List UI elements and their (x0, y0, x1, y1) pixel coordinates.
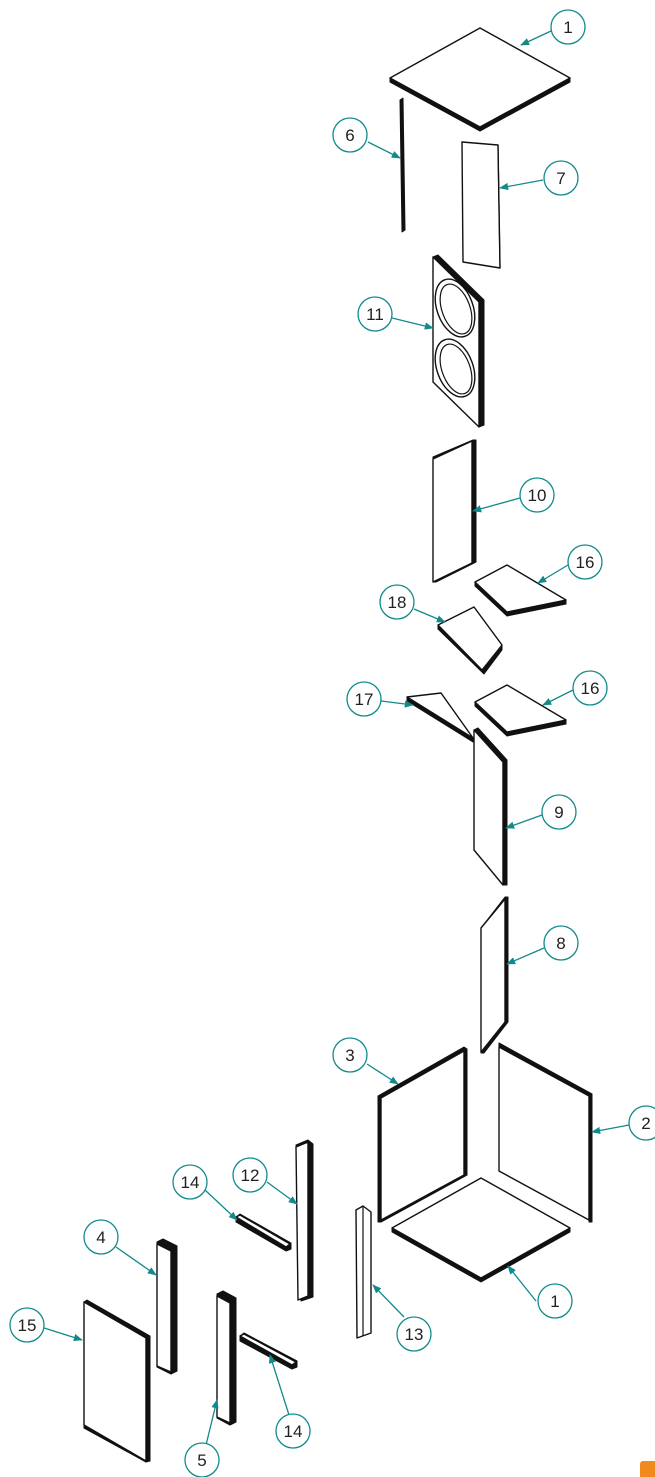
part-7-panel (461, 141, 501, 269)
callout-17-label: 17 (355, 690, 374, 709)
callout-16-upper: 16 (567, 544, 603, 580)
part-9-panel (473, 727, 508, 886)
callout-3: 3 (332, 1037, 368, 1073)
part-10-panel (432, 439, 477, 583)
part-12-strip (295, 1139, 314, 1302)
callout-10: 10 (519, 477, 555, 513)
callout-13: 13 (396, 1316, 432, 1352)
callout-2: 2 (628, 1105, 655, 1141)
callout-4: 4 (83, 1219, 119, 1255)
part-8-panel (480, 896, 509, 1054)
part-14-rail-lower (239, 1332, 298, 1370)
callout-16-lower: 16 (572, 670, 608, 706)
callout-10-label: 10 (528, 486, 547, 505)
part-6-strip (399, 97, 406, 233)
callout-7-label: 7 (556, 169, 565, 188)
callout-4-label: 4 (96, 1228, 105, 1247)
part-5-strip (216, 1290, 237, 1426)
callout-1-bottom-label: 1 (550, 1292, 559, 1311)
callout-11: 11 (357, 296, 393, 332)
part-11-baffle (432, 254, 485, 428)
callout-6: 6 (332, 117, 368, 153)
callout-7: 7 (543, 160, 579, 196)
part-1-bottom-panel (391, 1177, 571, 1283)
part-2-right-panel (498, 1042, 593, 1223)
part-1-top-panel (389, 27, 571, 132)
callout-12-label: 12 (241, 1166, 260, 1185)
callout-14-lower-label: 14 (284, 1422, 303, 1441)
callout-1-bottom: 1 (537, 1283, 573, 1319)
part-4-strip (156, 1238, 178, 1375)
callout-2-label: 2 (641, 1114, 650, 1133)
callout-9: 9 (541, 794, 577, 830)
callout-6-label: 6 (345, 126, 354, 145)
callout-17: 17 (346, 681, 382, 717)
callout-11-label: 11 (366, 305, 384, 324)
callout-18: 18 (379, 584, 415, 620)
part-16-wedge-upper (474, 564, 567, 617)
callout-14-upper-label: 14 (181, 1173, 200, 1192)
callout-15-label: 15 (18, 1316, 37, 1335)
callout-5-label: 5 (197, 1451, 206, 1470)
leader-lines (40, 30, 630, 1446)
callout-1-top-label: 1 (563, 18, 572, 37)
callout-15: 15 (9, 1307, 45, 1343)
part-16-wedge-lower (474, 684, 567, 737)
callout-8: 8 (543, 925, 579, 961)
callout-3-label: 3 (345, 1046, 354, 1065)
callout-8-label: 8 (556, 934, 565, 953)
callout-9-label: 9 (554, 803, 563, 822)
callout-18-label: 18 (388, 593, 407, 612)
callout-16-lower-label: 16 (581, 679, 600, 698)
callout-14-upper: 14 (172, 1164, 208, 1200)
callout-14-lower: 14 (275, 1413, 311, 1449)
callout-1-top: 1 (550, 9, 586, 45)
part-13-board (355, 1205, 372, 1339)
part-15-panel (83, 1299, 151, 1463)
corner-marker (640, 1461, 655, 1477)
part-3-left-panel (377, 1046, 468, 1223)
part-18-block (437, 606, 503, 675)
callout-13-label: 13 (405, 1325, 424, 1344)
callout-16-upper-label: 16 (576, 553, 595, 572)
part-17-triangle (406, 692, 474, 743)
callout-12: 12 (232, 1157, 268, 1193)
callout-5: 5 (184, 1442, 220, 1477)
part-14-rail-upper (235, 1213, 292, 1252)
